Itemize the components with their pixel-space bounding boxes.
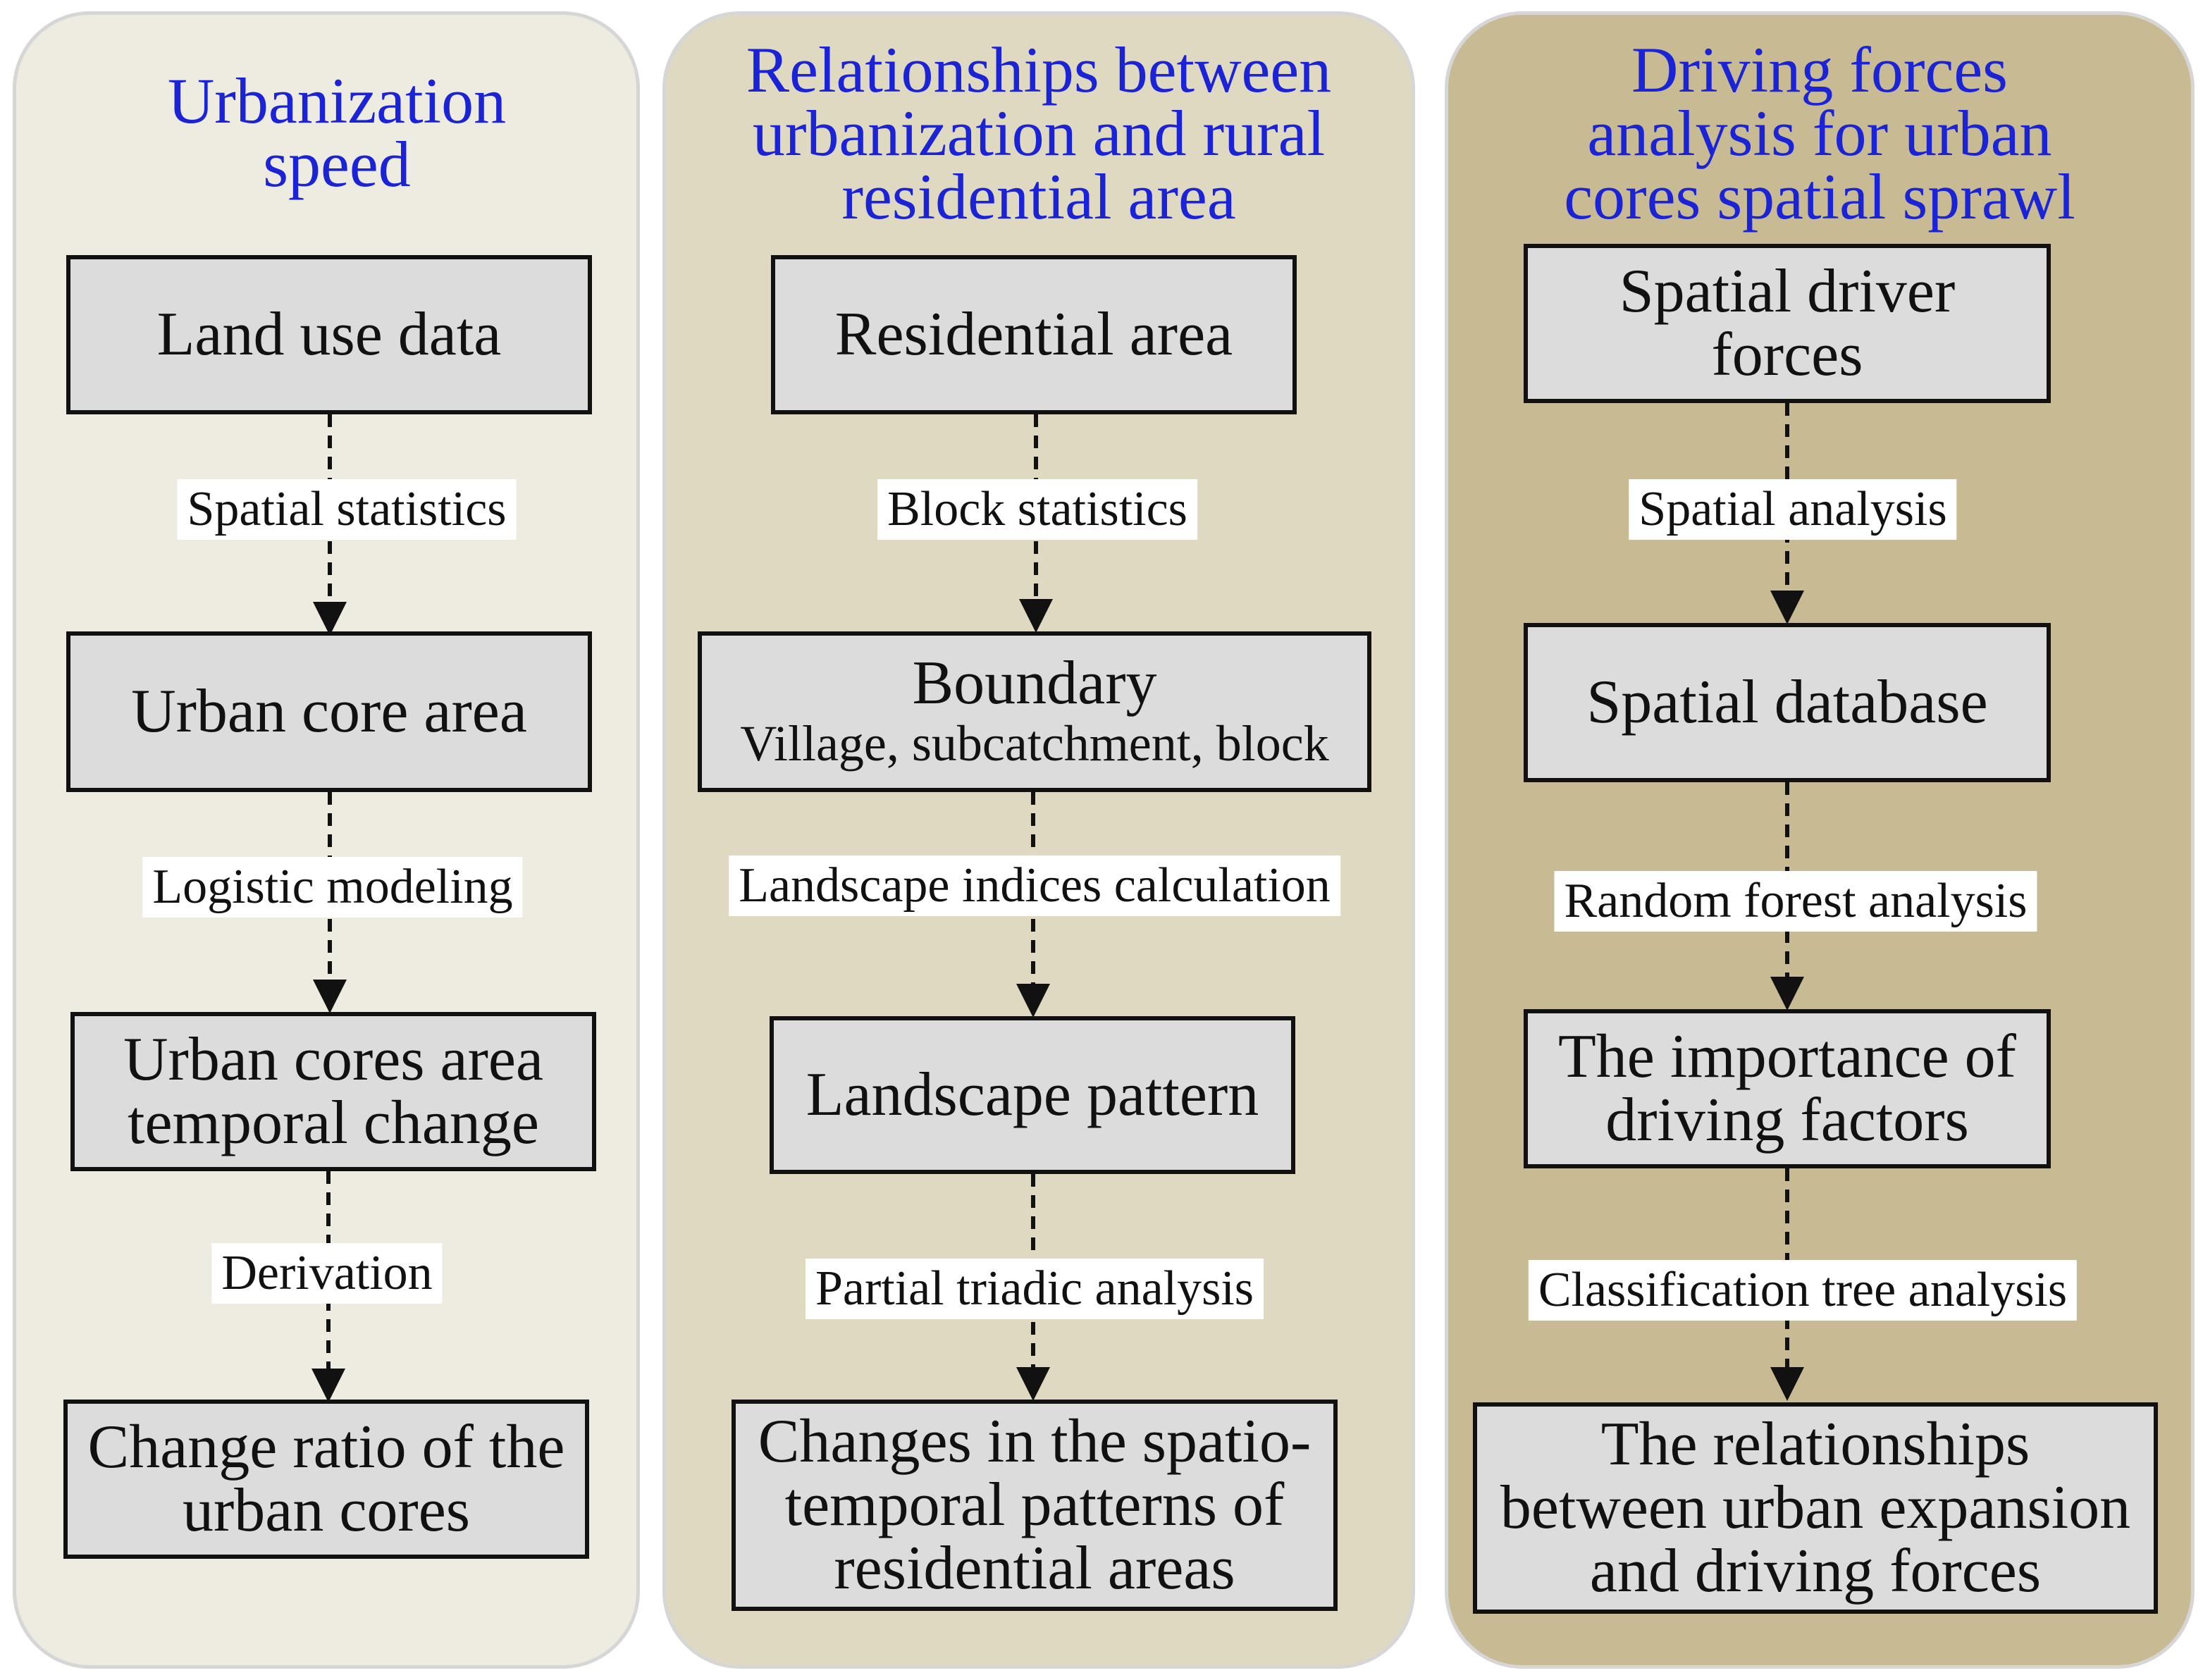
column-title: Urbanization speed [167, 65, 507, 200]
edge-label-classification-tree: Classification tree analysis [1528, 1260, 2078, 1321]
edge-label-block-statistics: Block statistics [877, 479, 1197, 540]
node-landscape-pattern: Landscape pattern [770, 1016, 1295, 1174]
edge-label-spatial-statistics: Spatial statistics [177, 479, 517, 540]
node-spatial-database: Spatial database [1524, 623, 2051, 782]
edge-label-logistic-modeling: Logistic modeling [142, 857, 523, 918]
node-relationships-expansion-forces: The relationships between urban expansio… [1473, 1402, 2158, 1614]
node-urban-cores-temporal-change: Urban cores area temporal change [70, 1012, 596, 1171]
node-land-use-data: Land use data [66, 255, 592, 414]
edge-label-random-forest: Random forest analysis [1554, 871, 2037, 932]
node-importance-driving-factors: The importance of driving factors [1524, 1009, 2051, 1168]
edge-label-spatial-analysis: Spatial analysis [1629, 479, 1957, 540]
node-spatiotemporal-changes: Changes in the spatio- temporal patterns… [732, 1400, 1338, 1611]
node-spatial-driver-forces: Spatial driver forces [1524, 244, 2051, 403]
edge-label-derivation: Derivation [211, 1243, 443, 1304]
edge-label-partial-triadic: Partial triadic analysis [805, 1259, 1264, 1319]
node-residential-area: Residential area [771, 255, 1297, 414]
column-title: Driving forces analysis for urban cores … [1564, 34, 2075, 233]
edge-label-landscape-indices: Landscape indices calculation [729, 856, 1340, 916]
node-change-ratio: Change ratio of the urban cores [63, 1400, 589, 1559]
node-urban-core-area: Urban core area [66, 631, 592, 792]
node-boundary: Boundary Village, subcatchment, block [698, 631, 1371, 792]
column-title: Relationships between urbanization and r… [746, 34, 1332, 233]
